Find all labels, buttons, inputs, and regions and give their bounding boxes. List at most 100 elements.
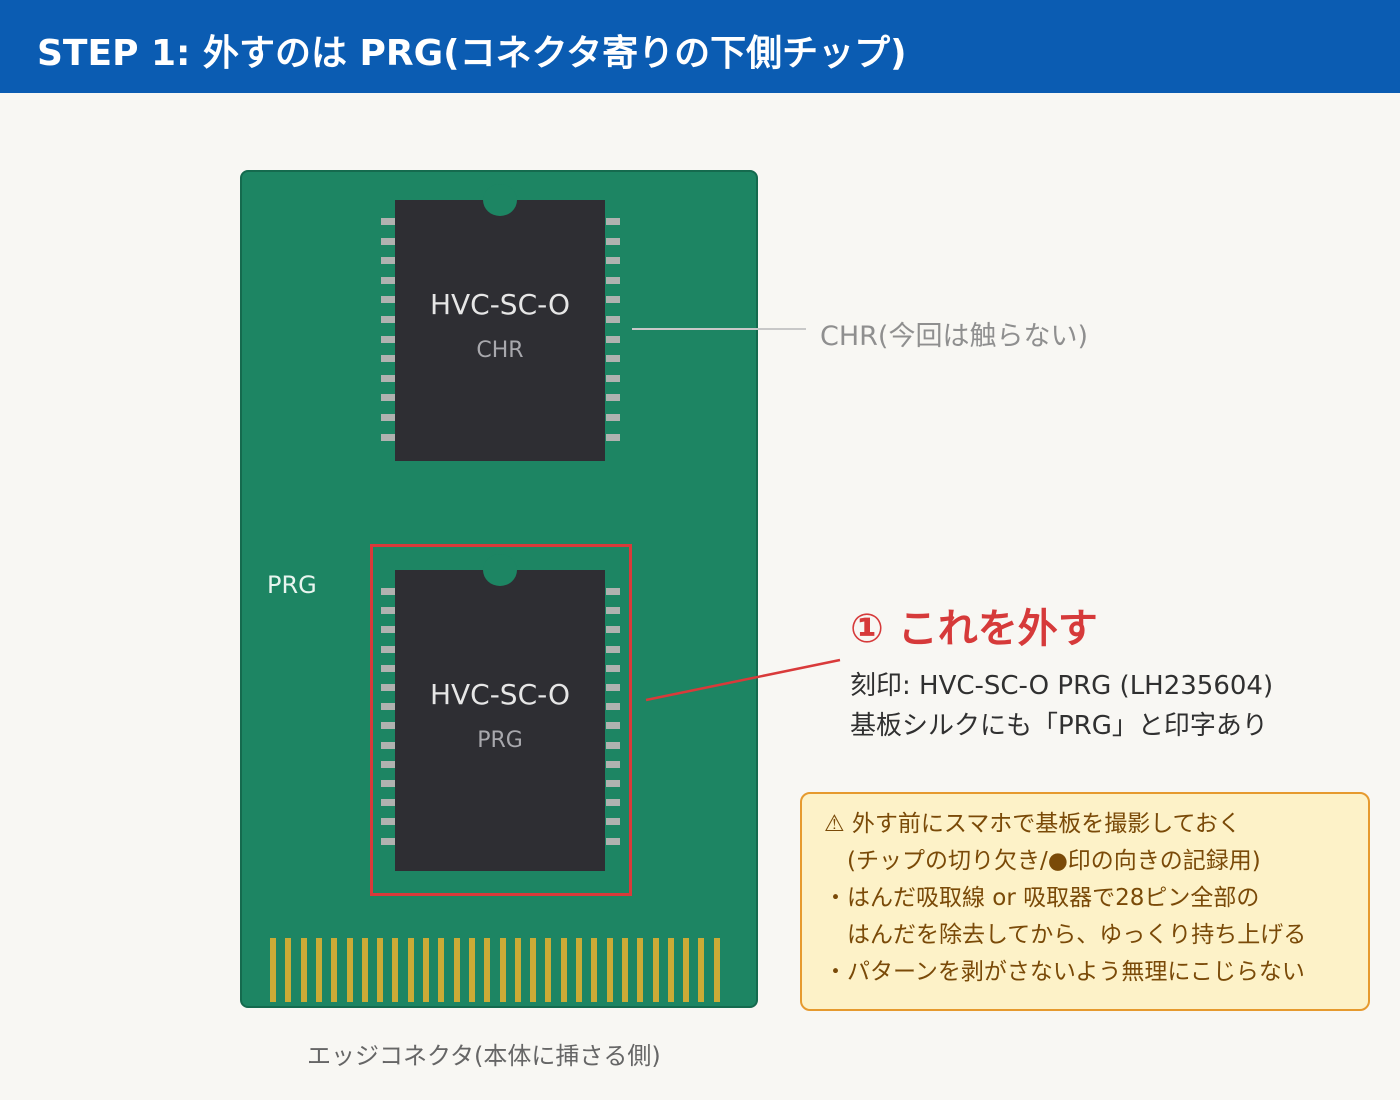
chip-pin [606,722,620,730]
chip-pin [381,703,395,711]
chip-pin [381,722,395,730]
chip-pin [381,276,395,284]
chip-pin [381,607,395,615]
prg-highlight-box [370,544,632,896]
edge-connector-finger [468,938,475,1002]
edge-connector-finger [438,938,445,1002]
edge-connector-caption: エッジコネクタ(本体に挿さる側) [307,1042,661,1070]
chip-pin [606,257,620,265]
chip-pin [381,760,395,768]
prg-silkscreen-description: 基板シルクにも「PRG」と印字あり [850,711,1268,741]
chip-pin [381,780,395,787]
edge-connector-finger [453,938,460,1002]
edge-connector-finger [346,938,353,1002]
edge-connector-finger [606,938,613,1002]
chip-pin [606,335,620,343]
chip-pin [606,588,620,595]
chr-chip-marking: HVC-SC-O [429,288,571,321]
prg-callout-title: ① これを外す [850,606,1098,652]
warning-line: ・パターンを剥がさないよう無理にこじらない [824,959,1305,985]
chip-pin [606,218,620,225]
header-bar: STEP 1: 外すのは PRG(コネクタ寄りの下側チップ) [0,0,1400,93]
chip-pin [606,355,620,363]
chip-pin [381,237,395,245]
chip-pin [381,818,395,826]
chr-chip-sublabel: CHR [476,338,524,363]
chip-pin [606,626,620,634]
warning-box: ⚠ 外す前にスマホで基板を撮影しておく (チップの切り欠き/●印の向きの記録用)… [800,792,1370,1011]
chip-pin [606,374,620,382]
chip-pin [381,645,395,653]
chip-pin [606,296,620,304]
edge-connector-finger [545,938,552,1002]
edge-connector-finger [713,938,720,1002]
chip-pin [606,414,620,421]
chip-notch [483,554,517,586]
chip-pin [381,335,395,343]
edge-connector-finger [530,938,537,1002]
edge-connector-finger [392,938,399,1002]
chip-pin [381,296,395,304]
edge-connector-finger [270,938,276,1002]
edge-connector-finger [560,938,567,1002]
chip-pin [606,837,620,845]
edge-connector-finger [667,938,674,1002]
prg-silkscreen-label: PRG [267,571,317,599]
chip-pin [606,818,620,826]
edge-connector-finger [484,938,491,1002]
edge-connector-finger [591,938,598,1002]
chip-pin [381,799,395,807]
chip-pin [381,837,395,845]
edge-connector-finger [621,938,628,1002]
page-title: STEP 1: 外すのは PRG(コネクタ寄りの下側チップ) [37,33,907,74]
chip-pin [381,414,395,421]
chip-pin [381,684,395,691]
chip-pin [606,237,620,245]
chip-pin [606,684,620,691]
edge-connector-finger [285,938,292,1002]
chip-notch [483,184,517,216]
prg-marking-description: 刻印: HVC-SC-O PRG (LH235604) [850,671,1274,701]
chip-pin [606,664,620,672]
chip-pin [381,257,395,265]
chr-callout: CHR(今回は触らない) [820,321,1088,352]
chip-pin [606,799,620,807]
edge-connector-finger [683,938,690,1002]
chip-pin [381,664,395,672]
prg-leader-line [645,658,841,702]
edge-connector-finger [698,938,705,1002]
chip-pin [381,316,395,323]
chip-pin [606,607,620,615]
edge-connector-finger [331,938,338,1002]
chip-pin [606,394,620,402]
warning-line: ・はんだ吸取線 or 吸取器で28ピン全部の [824,885,1260,911]
chip-pin [606,276,620,284]
chip-pin [381,394,395,402]
chip-pin [381,355,395,363]
edge-connector-finger [652,938,659,1002]
chip-pin [381,626,395,634]
chip-pin [381,741,395,749]
chr-chip: HVC-SC-O CHR [395,184,605,461]
warning-line: はんだを除去してから、ゆっくり持ち上げる [824,922,1307,948]
warning-line: (チップの切り欠き/●印の向きの記録用) [824,848,1261,874]
edge-connector-finger [361,938,368,1002]
chip-pin [381,374,395,382]
chip-pin [606,316,620,323]
edge-connector-finger [407,938,414,1002]
chip-pin [381,588,395,595]
edge-connector-finger [423,938,429,1002]
chip-pin [606,703,620,711]
chip-pin [606,741,620,749]
chip-pin [606,433,620,441]
edge-connector-finger [514,938,521,1002]
edge-connector-finger [377,938,384,1002]
edge-connector-finger [315,938,322,1002]
edge-connector-finger [576,938,582,1002]
chip-pin [606,760,620,768]
prg-chip-marking: HVC-SC-O [429,678,571,711]
prg-chip-sublabel: PRG [477,728,523,753]
edge-connector-finger [499,938,506,1002]
chip-pin [606,780,620,787]
